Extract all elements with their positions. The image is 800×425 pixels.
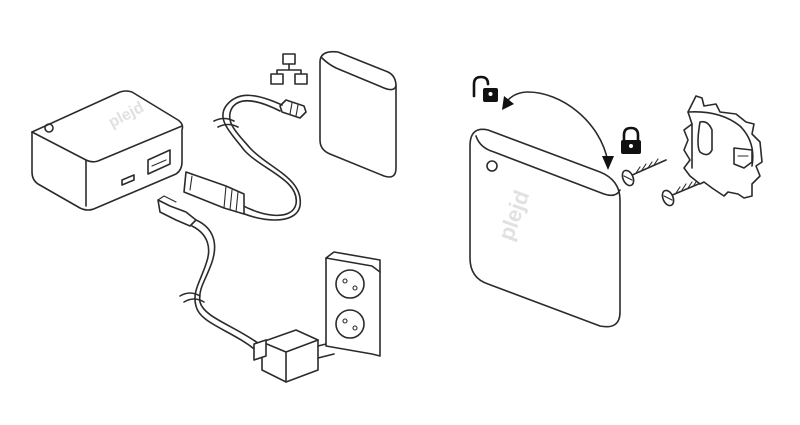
bracket-slot-lower xyxy=(733,147,753,169)
mounted-unit-led-icon xyxy=(486,160,498,172)
socket-outlet-bottom xyxy=(335,309,365,339)
network-icon xyxy=(270,53,308,85)
screw-top xyxy=(621,158,667,187)
wall-socket xyxy=(325,251,381,357)
usb-plug xyxy=(157,199,197,227)
unlocked-padlock-icon xyxy=(472,75,498,102)
rj45-connector-router xyxy=(279,99,307,119)
usb-power-cable xyxy=(157,195,263,353)
rj45-connector-gateway xyxy=(183,171,245,215)
bracket-slot-upper xyxy=(697,120,713,156)
ethernet-port xyxy=(147,149,171,175)
power-adapter xyxy=(253,329,335,383)
router-box xyxy=(319,50,397,178)
gateway-led-icon xyxy=(44,123,54,133)
mounted-unit: plejd xyxy=(469,128,621,328)
socket-outlet-top xyxy=(335,269,365,299)
usb-port xyxy=(121,174,135,186)
gateway-device: plejd xyxy=(31,90,184,211)
rotate-arrow-icon xyxy=(502,91,614,170)
locked-padlock-icon xyxy=(621,126,641,154)
ethernet-cable xyxy=(183,94,307,221)
mounting-bracket xyxy=(683,95,763,199)
